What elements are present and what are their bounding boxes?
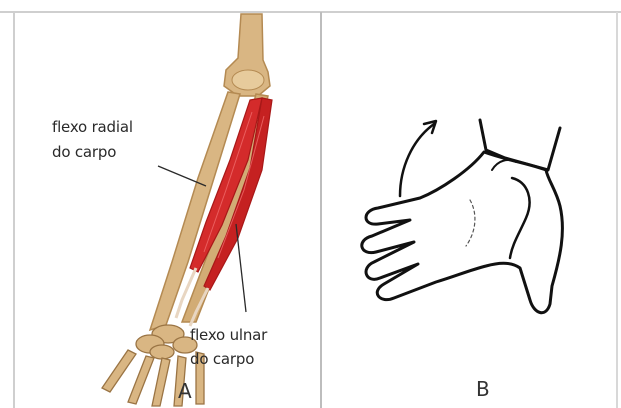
flexor-radialis-label-line1: flexo radial (52, 118, 133, 137)
motion-arrow (400, 124, 434, 196)
flexor-ulnaris-label-line1: flexo ulnar (190, 326, 267, 345)
panel-a-label: A (178, 379, 192, 403)
flexor-radialis-label-line2: do carpo (52, 143, 116, 162)
hand-outline (362, 152, 563, 313)
panel-b-illustration (362, 120, 563, 313)
flexor-ulnaris-leader-line (236, 224, 246, 312)
flexor-ulnaris-label-line2: do carpo (190, 350, 254, 369)
panel-a-illustration (102, 14, 272, 406)
humerus-bone (224, 14, 270, 96)
panel-b-label: B (476, 377, 490, 401)
